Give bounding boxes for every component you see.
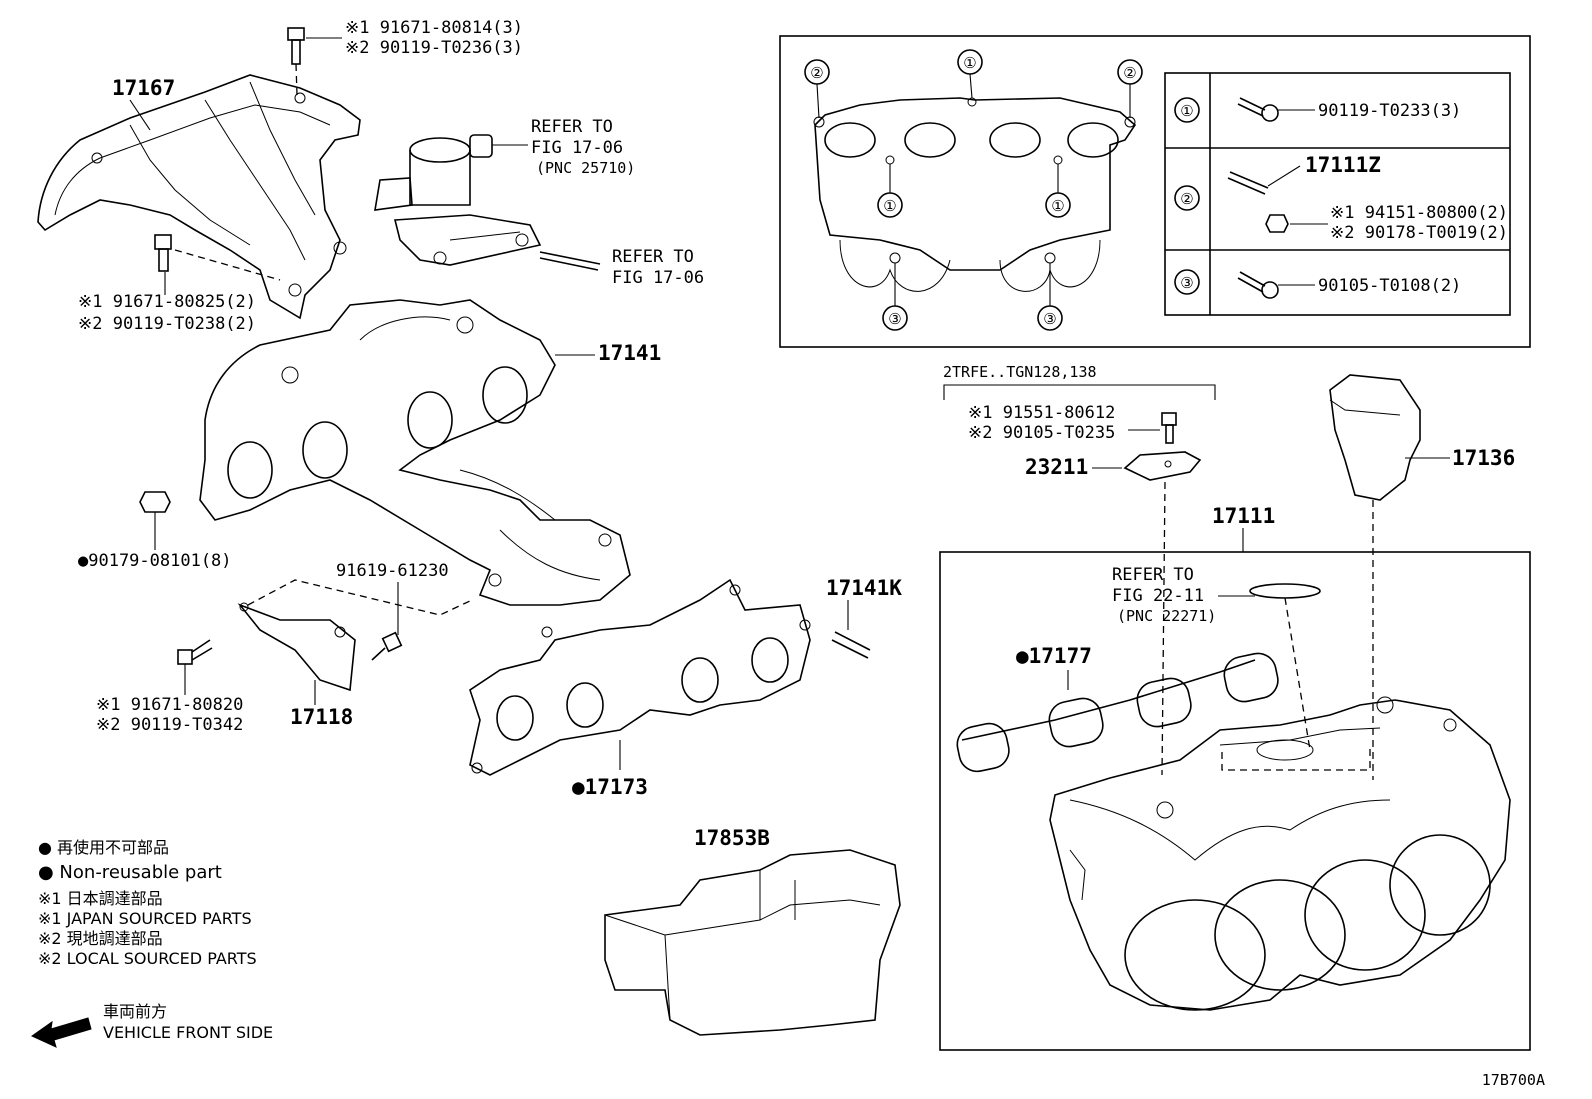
svg-text:②: ② <box>810 64 823 82</box>
stay-drawing <box>237 602 356 692</box>
refer-3-line1: REFER TO <box>1112 565 1194 585</box>
legend-non-reusable-jp: ● 再使用不可部品 <box>38 838 169 857</box>
label-bracket-bolt-japan: ※1 91551-80612 <box>968 403 1115 423</box>
svg-text:①: ① <box>883 197 896 215</box>
svg-text:①: ① <box>1051 197 1064 215</box>
front-arrow-icon <box>30 1017 92 1048</box>
legend-japan-en: ※1 JAPAN SOURCED PARTS <box>38 909 252 928</box>
refer-2-line2: FIG 17-06 <box>612 268 704 288</box>
intake-manifold-box <box>939 551 1531 1051</box>
bolt-upper-icon <box>287 27 305 65</box>
refer-3-line2: FIG 22-11 <box>1112 586 1204 606</box>
label-17141K: 17141K <box>826 576 902 600</box>
insulator-17853b-drawing <box>604 849 901 1036</box>
table-row2-part: 17111Z <box>1305 153 1381 177</box>
label-stay-bolt-japan: ※1 91671-80820 <box>96 695 243 715</box>
refer-1-line2: FIG 17-06 <box>531 138 623 158</box>
label-upper-bolt-local: ※2 90119-T0236(3) <box>345 38 523 58</box>
label-lower-bolt-local: ※2 90119-T0238(2) <box>78 314 256 334</box>
label-stay-bolt-local: ※2 90119-T0342 <box>96 715 243 735</box>
bracket-drawing <box>1123 451 1202 481</box>
callout-1-left: ① <box>877 192 903 218</box>
callout-1-top: ① <box>957 49 983 75</box>
callout-3-left: ③ <box>882 305 908 331</box>
label-17173: ●17173 <box>572 775 648 799</box>
label-stay-bolt: 91619-61230 <box>336 561 449 581</box>
legend-front-en: VEHICLE FRONT SIDE <box>103 1023 273 1042</box>
label-17118: 17118 <box>290 705 353 729</box>
detail-box <box>779 35 1531 348</box>
cover-17136-drawing <box>1329 374 1421 501</box>
table-row2-sub-japan: ※1 94151-80800(2) <box>1330 203 1508 223</box>
stay-bolt-2-icon <box>177 639 213 665</box>
label-17177: ●17177 <box>1016 644 1092 668</box>
legend-japan-jp: ※1 日本調達部品 <box>38 889 163 908</box>
callout-1-right: ① <box>1045 192 1071 218</box>
diagram-code: 17B700A <box>1482 1071 1545 1089</box>
legend-non-reusable-en: ● Non-reusable part <box>38 862 222 883</box>
exhaust-manifold-drawing <box>199 299 631 606</box>
legend-local-jp: ※2 現地調達部品 <box>38 929 163 948</box>
o-ring-drawing <box>1249 583 1321 599</box>
label-lower-bolt-japan: ※1 91671-80825(2) <box>78 292 256 312</box>
refer-2-line1: REFER TO <box>612 247 694 267</box>
refer-1-line1: REFER TO <box>531 117 613 137</box>
table-row3-part: 90105-T0108(2) <box>1318 276 1461 296</box>
callout-3-right: ③ <box>1037 305 1063 331</box>
callout-2-right: ② <box>1117 59 1143 85</box>
callout-2-left: ② <box>804 59 830 85</box>
table-row2-num: ② <box>1180 190 1193 208</box>
svg-text:②: ② <box>1123 64 1136 82</box>
stay-bolt-icon <box>371 631 403 661</box>
refer-1-line3: (PNC 25710) <box>536 159 635 177</box>
intake-gasket-drawing <box>956 652 1279 773</box>
label-17853B: 17853B <box>694 826 770 850</box>
svg-text:①: ① <box>963 54 976 72</box>
label-17141: 17141 <box>598 341 661 365</box>
bracket-bolt-icon <box>1161 412 1177 444</box>
legend: ● 再使用不可部品 ● Non-reusable part ※1 日本調達部品 … <box>30 838 273 1048</box>
refer-3-line3: (PNC 22271) <box>1117 607 1216 625</box>
bolt-lower-icon <box>154 234 172 272</box>
label-upper-bolt-japan: ※1 91671-80814(3) <box>345 18 523 38</box>
table-row1-part: 90119-T0233(3) <box>1318 101 1461 121</box>
nut-icon <box>139 491 171 513</box>
svg-text:③: ③ <box>888 310 901 328</box>
label-nut: ●90179-08101(8) <box>78 551 232 571</box>
label-17167: 17167 <box>112 76 175 100</box>
table-row3-num: ③ <box>1180 274 1193 292</box>
legend-front-jp: 車両前方 <box>103 1002 167 1021</box>
table-row1-num: ① <box>1180 102 1193 120</box>
label-23211: 23211 <box>1025 455 1088 479</box>
callout-table: ① ② ③ 90119-T0233(3) 17111Z ※1 94151-808… <box>1164 72 1511 316</box>
legend-local-en: ※2 LOCAL SOURCED PARTS <box>38 949 257 968</box>
svg-text:③: ③ <box>1043 310 1056 328</box>
label-17136: 17136 <box>1452 446 1515 470</box>
air-injection-valve-drawing <box>374 134 542 266</box>
label-bracket-bolt-local: ※2 90105-T0235 <box>968 423 1115 443</box>
intake-manifold-drawing <box>1049 696 1511 1011</box>
intake-flange-drawing <box>813 97 1137 292</box>
table-row2-sub-local: ※2 90178-T0019(2) <box>1330 223 1508 243</box>
heat-insulator-drawing <box>37 74 361 320</box>
exhaust-gasket-drawing <box>469 578 811 776</box>
model-note: 2TRFE..TGN128,138 <box>943 363 1097 381</box>
label-17111: 17111 <box>1212 504 1275 528</box>
